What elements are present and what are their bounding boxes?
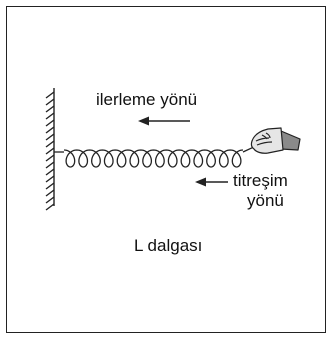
propagation-arrow-icon <box>138 116 190 126</box>
wall-hatch-line <box>45 203 55 211</box>
wall-hatch-line <box>45 126 55 134</box>
wall-hatch-line <box>45 105 55 113</box>
wall-hatch-line <box>45 140 55 148</box>
vibration-direction-label-line2: yönü <box>247 191 284 210</box>
wall-hatch-line <box>45 182 55 190</box>
vibration-direction-label-line1: titreşim <box>233 171 288 190</box>
hand-icon <box>250 127 301 154</box>
hatched-wall-icon <box>45 88 55 211</box>
wall-hatch-line <box>45 112 55 120</box>
wave-name-label: L dalgası <box>134 236 203 255</box>
wall-hatch-line <box>45 154 55 162</box>
wall-hatch-line <box>45 161 55 169</box>
vibration-arrow-icon <box>195 177 228 187</box>
wall-hatch-line <box>45 147 55 155</box>
wall-hatch-line <box>45 175 55 183</box>
wall-hatch-line <box>45 98 55 106</box>
wall-hatch-line <box>45 91 55 99</box>
wall-hatch-line <box>45 168 55 176</box>
wall-hatch-line <box>45 133 55 141</box>
figure-frame <box>6 6 326 333</box>
propagation-direction-label: ilerleme yönü <box>96 90 198 109</box>
wall-hatch-line <box>45 196 55 204</box>
wall-hatch-line <box>45 189 55 197</box>
wall-hatch-line <box>45 119 55 127</box>
coil-spring-icon <box>54 145 257 168</box>
